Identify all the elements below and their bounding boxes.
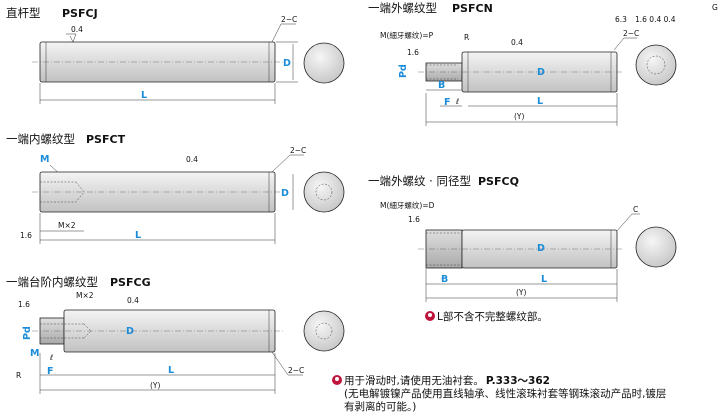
psfcn-chamfer-label: 2−C [623, 29, 639, 38]
note-bullet-dot [428, 313, 432, 317]
psfcg-r-label: R [16, 371, 21, 380]
psfct-title: 一端内螺纹型 [6, 132, 75, 146]
psfcq-chamfer-label: C [633, 205, 638, 214]
psfcj-chamfer-label: 2−C [281, 15, 297, 24]
psfcj-chamfer-leader [271, 23, 296, 43]
psfcq-dim-l: L [541, 274, 547, 285]
psfcn-thread-label: M(細牙螺纹)=P [380, 30, 434, 40]
psfcq-note-text: L部不含不完整螺纹部。 [437, 310, 548, 323]
psfcg-title: 一端台阶内螺纹型 [6, 275, 98, 289]
psfcj-title: 直杆型 [6, 6, 41, 20]
psfcq-note: L部不含不完整螺纹部。 [425, 310, 548, 323]
psfcg-end-view [303, 310, 345, 352]
psfcj-model: PSFCJ [62, 7, 98, 20]
psfcq-roughness: 1.6 [408, 215, 420, 224]
psfct-dim-d: D [281, 188, 289, 199]
psfcg-dim-d: D [126, 326, 134, 337]
section-psfct: 一端内螺纹型 PSFCT M 0.4 2−C D M×2 1.6 L [6, 132, 345, 244]
psfcq-chamfer-leader [615, 213, 640, 233]
section-psfcg: 一端台阶内螺纹型 PSFCG M×2 0.4 1.6 Pd D M R ℓ F … [6, 275, 345, 394]
footnote-line3: 有剥离的可能。) [344, 400, 416, 413]
psfcn-dim-d: D [537, 67, 545, 78]
psfcj-dim-l: L [141, 90, 147, 101]
psfcg-finish: 0.4 [127, 296, 139, 305]
psfcg-chamfer-leader [271, 351, 303, 376]
psfcg-chamfer-label: 2−C [288, 366, 304, 375]
footnote-line1: 用于滑动时,请使用无油衬套。P.333～362 [344, 374, 550, 387]
footnote: 用于滑动时,请使用无油衬套。P.333～362 (无电解镀镍产品使用直线轴承、线… [332, 374, 666, 413]
psfcn-g-label: G [712, 3, 718, 12]
psfcq-end-view [635, 226, 677, 268]
psfct-chamfer-leader [271, 154, 304, 173]
psfct-dim-m: M [40, 154, 49, 165]
psfct-end-bore [315, 183, 333, 201]
psfct-model: PSFCT [86, 133, 126, 146]
psfct-chamfer-label: 2−C [290, 146, 306, 155]
psfct-roughness: 1.6 [20, 231, 32, 240]
psfcq-dim-d: D [537, 243, 545, 254]
psfct-end-view [303, 171, 345, 213]
psfcg-dim-pd: Pd [22, 326, 33, 340]
psfcj-finish: 0.4 [71, 25, 83, 34]
psfcn-end-thread [646, 55, 666, 75]
psfcg-model: PSFCG [110, 276, 151, 289]
psfcq-title: 一端外螺纹 · 同径型 [368, 174, 471, 188]
psfcn-dim-l: L [537, 96, 543, 107]
psfcj-dim-d: D [283, 58, 291, 69]
psfcn-top-roughness: 6.3 [615, 15, 627, 24]
psfcn-top-set: 1.6 0.4 0.4 [635, 15, 676, 24]
footnote-page-ref[interactable]: P.333～362 [486, 375, 550, 387]
psfcn-dim-b: B [438, 80, 445, 91]
psfcg-dim-m: M [30, 348, 39, 359]
psfcn-dim-pd: Pd [398, 64, 409, 78]
psfcn-dim-f: F [444, 97, 451, 108]
psfcq-dim-b: B [441, 274, 448, 285]
psfcq-model: PSFCQ [478, 175, 519, 188]
psfcg-dim-l: L [168, 365, 174, 376]
psfcn-dim-y: (Y) [514, 112, 525, 121]
psfcn-title: 一端外螺纹型 [368, 1, 437, 15]
psfcn-ell: ℓ [455, 97, 459, 106]
psfcg-roughness: 1.6 [18, 300, 30, 309]
psfcg-dim-f: F [47, 366, 54, 377]
psfcg-mx2: M×2 [76, 291, 94, 300]
psfcj-finish-symbol [66, 33, 77, 43]
psfcn-finish: 0.4 [511, 38, 523, 47]
psfcq-dim-y: (Y) [516, 288, 527, 297]
psfcg-ell: ℓ [49, 353, 53, 362]
section-psfcj: 直杆型 PSFCJ 0.4 2−C D L [6, 6, 345, 104]
psfct-finish: 0.4 [186, 155, 198, 164]
psfcn-roughness: 1.6 [407, 48, 419, 57]
footnote-line1-text: 用于滑动时,请使用无油衬套。 [344, 374, 484, 387]
psfcn-chamfer-leader [613, 37, 637, 51]
footnote-bullet-dot [335, 377, 339, 381]
psfcn-r-label: R [464, 33, 469, 42]
psfcq-thread-label: M(細牙螺纹)=D [380, 200, 435, 210]
psfcg-end-bore [315, 322, 333, 340]
psfcg-dim-y: (Y) [150, 381, 161, 390]
psfct-mx2: M×2 [58, 221, 76, 230]
psfct-dim-l: L [135, 230, 141, 241]
psfcn-end-view [635, 44, 677, 86]
section-psfcq: 一端外螺纹 · 同径型 PSFCQ M(細牙螺纹)=D 1.6 C D B L … [368, 174, 677, 323]
psfcn-model: PSFCN [452, 2, 493, 15]
psfcj-end-view [303, 42, 345, 84]
footnote-line2: (无电解镀镍产品使用直线轴承、线性滚珠衬套等钢珠滚动产品时,镀层 [344, 387, 666, 400]
psfct-bore-tip [75, 181, 85, 203]
section-psfcn: 一端外螺纹型 PSFCN 6.3 1.6 0.4 0.4 G M(細牙螺纹)=P… [368, 1, 718, 126]
